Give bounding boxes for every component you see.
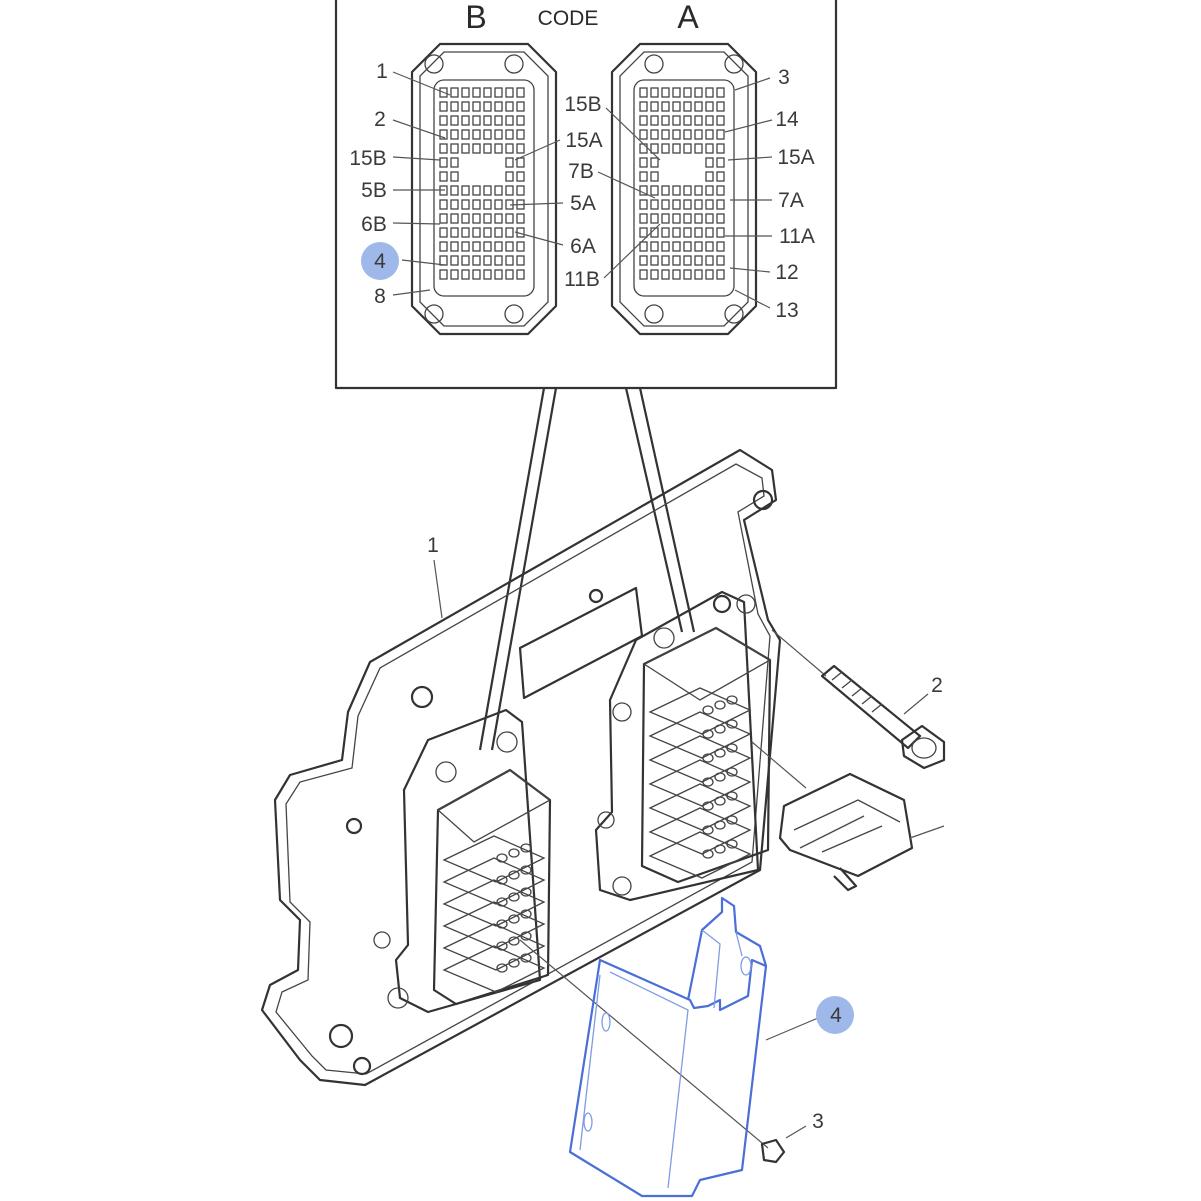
pin-label-a-11b: 11B [564,268,600,291]
pin-label-b-1: 1 [376,60,388,83]
pin-label-a-14: 14 [775,108,799,131]
connector-b-leaders [392,71,564,296]
pin-label-b-4: 4 [374,250,386,273]
connector-a-face [610,42,758,336]
code-header: CODE [538,7,599,30]
projection-lines [478,387,696,751]
pin-label-b-8: 8 [374,285,386,308]
connector-bracket: 4 [568,896,854,1198]
connector-b-face [410,42,558,336]
ecu-unit: 1 [260,448,782,1087]
ecu-connector-a [640,626,772,884]
pin-label-b-5a: 5A [570,192,596,215]
pin-label-a-3: 3 [778,66,790,89]
bracket-screw: 3 [519,939,824,1164]
pin-label-a-7a: 7A [778,189,804,212]
pin-label-a-15b: 15B [564,93,601,116]
highlight-badge-inset [361,242,399,280]
pin-label-a-13: 13 [775,299,798,322]
pin-label-b-2: 2 [374,108,386,131]
pin-label-b-5b: 5B [361,179,387,202]
connector-pinout-inset: B CODE A [334,0,838,390]
callout-screw: 3 [812,1110,824,1133]
pin-label-a-15a: 15A [777,146,814,169]
highlight-badge-bracket [816,996,854,1034]
callout-ecu: 1 [427,534,439,557]
ecu-connector-b [432,768,552,1006]
side-terminal-plug [751,741,945,892]
pin-label-b-6a: 6A [570,235,596,258]
pin-label-b-15a: 15A [565,129,602,152]
connector-a-header: A [677,0,699,35]
pin-label-b-6b: 6B [361,213,387,236]
callout-bracket: 4 [830,1004,842,1027]
connector-b-header: B [465,0,486,35]
connector-a-leaders [597,77,773,309]
mounting-bolt: 2 [771,629,946,770]
callout-bolt: 2 [931,674,943,697]
pin-label-a-7b: 7B [568,160,594,183]
pin-label-b-15b: 15B [349,147,386,170]
inset-frame [334,0,838,390]
pin-label-a-11a: 11A [779,225,815,248]
pin-label-a-12: 12 [775,261,798,284]
ecu-leader [433,559,443,619]
